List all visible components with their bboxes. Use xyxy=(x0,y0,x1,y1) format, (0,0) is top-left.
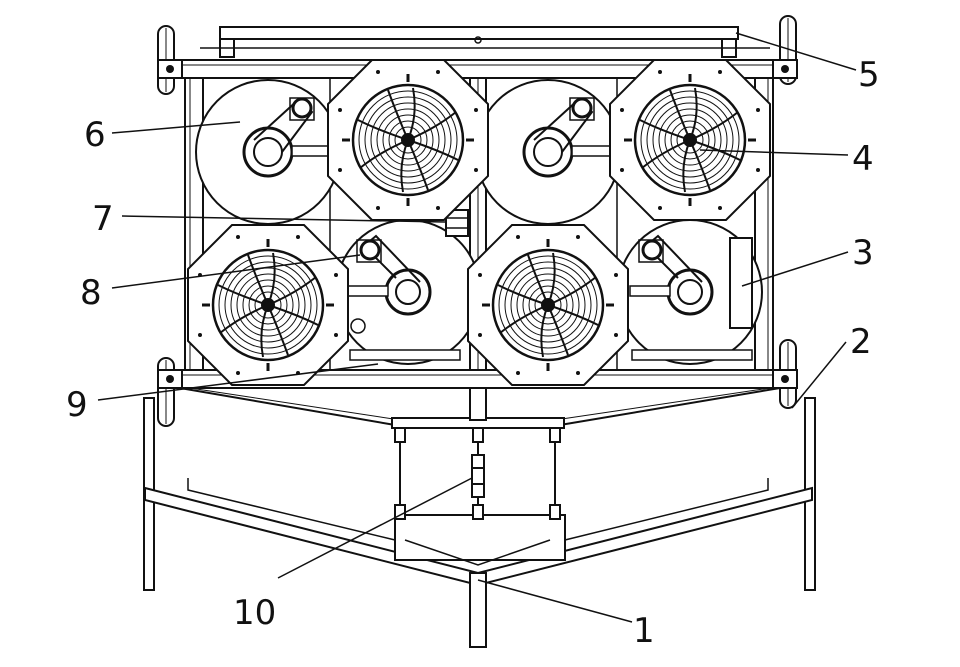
fan-top-right xyxy=(608,58,772,222)
callout-8: 8 xyxy=(80,273,102,313)
corner-bracket xyxy=(157,369,183,389)
callout-1: 1 xyxy=(633,611,655,651)
reel-top-left xyxy=(195,79,341,225)
reel-bottom-right xyxy=(617,219,763,365)
leader-lines xyxy=(97,32,857,623)
tension-device xyxy=(445,209,469,237)
callout-2: 2 xyxy=(850,322,872,362)
fan-bottom-left xyxy=(186,223,350,387)
callout-3: 3 xyxy=(852,233,874,273)
callout-7: 7 xyxy=(92,199,114,239)
top-roller xyxy=(200,26,770,58)
reel-bottom-middle xyxy=(335,219,481,365)
corner-bracket xyxy=(157,59,183,79)
fan-bottom-middle xyxy=(466,223,630,387)
reel-top-middle xyxy=(475,79,621,225)
callout-6: 6 xyxy=(84,115,106,155)
callout-10: 10 xyxy=(233,593,276,633)
hanger-rods xyxy=(394,427,561,520)
callout-5: 5 xyxy=(858,55,880,95)
fan-top-left xyxy=(326,58,490,222)
corner-bracket xyxy=(772,369,798,389)
callout-4: 4 xyxy=(852,139,874,179)
corner-bracket xyxy=(772,59,798,79)
callout-9: 9 xyxy=(66,385,88,425)
